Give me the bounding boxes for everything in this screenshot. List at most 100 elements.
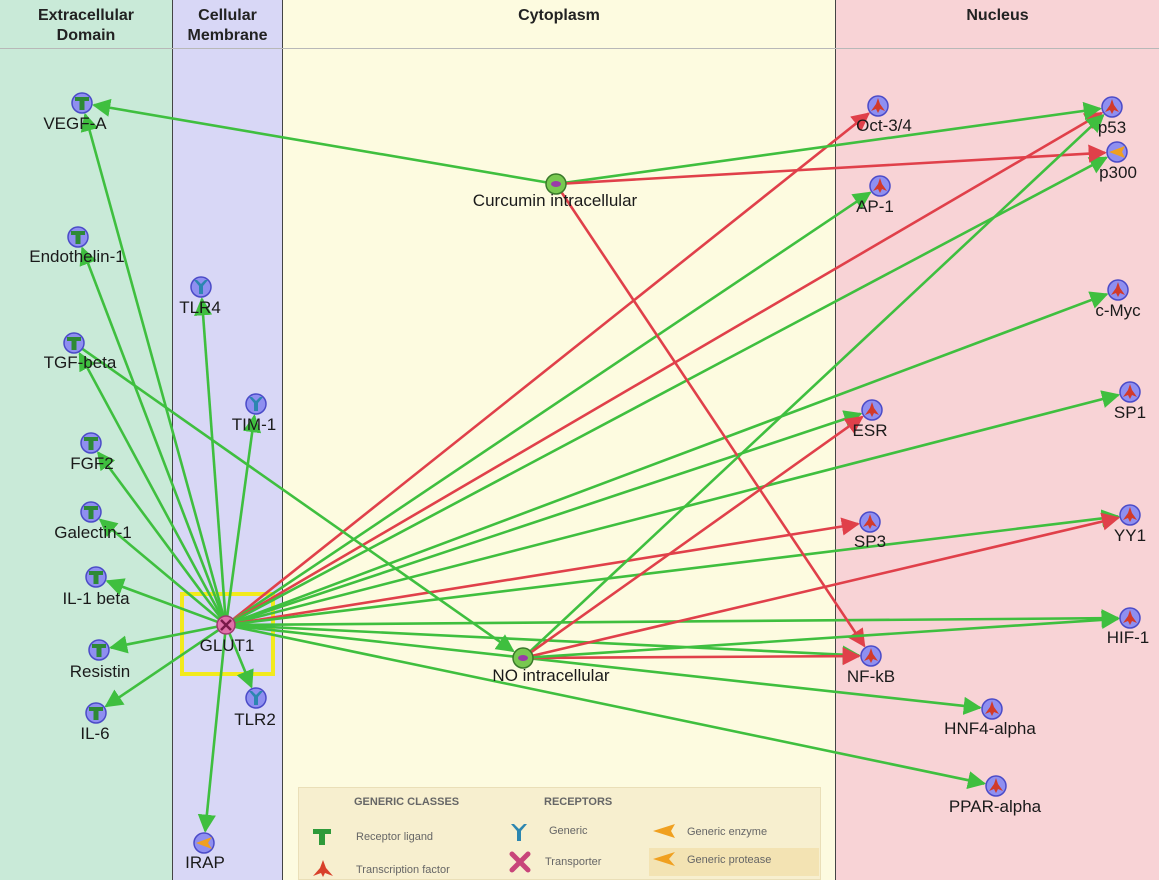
- edge-layer: [78, 98, 1121, 833]
- lane-title-line: Extracellular: [37, 7, 135, 24]
- node-curcumin[interactable]: [545, 173, 567, 195]
- node-layer: VEGF-AEndothelin-1TGF-betaFGF2Galectin-1…: [29, 92, 1150, 872]
- node-hnf4alpha[interactable]: [981, 698, 1003, 720]
- legend-transporter: Transporter: [545, 856, 602, 868]
- transcription-factor-icon: [981, 698, 1003, 720]
- generic-receptor-icon: [190, 276, 212, 298]
- edge-no-to-p53: [526, 113, 1105, 655]
- node-pparalpha[interactable]: [985, 775, 1007, 797]
- transcription-factor-icon: [985, 775, 1007, 797]
- lane-title: Cellular Membrane: [173, 6, 282, 46]
- node-label-sp3: SP3: [854, 532, 886, 551]
- receptor-ligand-icon: [85, 566, 107, 588]
- generic-enzyme-icon: [1106, 141, 1128, 163]
- lane-cellular-membrane: Cellular Membrane: [173, 0, 283, 880]
- node-fgf2[interactable]: [80, 432, 102, 454]
- node-label-il6: IL-6: [80, 724, 109, 743]
- node-sp3[interactable]: [859, 511, 881, 533]
- node-hif1[interactable]: [1119, 607, 1141, 629]
- node-label-irap: IRAP: [185, 853, 225, 872]
- node-label-cmyc: c-Myc: [1095, 301, 1141, 320]
- node-cmyc[interactable]: [1107, 279, 1129, 301]
- edge-glut1-to-fgf2: [97, 451, 224, 621]
- node-ap1[interactable]: [869, 175, 891, 197]
- legend-generic-classes-header: GENERIC CLASSES: [354, 796, 460, 808]
- receptor-ligand-icon: [63, 332, 85, 354]
- transcription-factor-icon: [869, 175, 891, 197]
- node-il6[interactable]: [85, 702, 107, 724]
- transcription-factor-icon: [313, 860, 333, 877]
- transcription-factor-icon: [860, 645, 882, 667]
- transporter-icon: [509, 851, 531, 873]
- node-label-pparalpha: PPAR-alpha: [949, 797, 1042, 816]
- edge-no-to-hif1: [528, 610, 1120, 659]
- receptor-ligand-icon: [71, 92, 93, 114]
- node-label-p53: p53: [1098, 118, 1126, 137]
- lane-title-line: Cellular: [198, 7, 257, 24]
- lane-title-line: Nucleus: [966, 7, 1029, 24]
- edge-glut1-to-oct34: [229, 112, 871, 623]
- node-label-p300: p300: [1099, 163, 1137, 182]
- node-label-no: NO intracellular: [492, 666, 609, 685]
- node-endothelin1[interactable]: [67, 226, 89, 248]
- node-label-tgfbeta: TGF-beta: [44, 353, 117, 372]
- node-label-esr: ESR: [853, 421, 888, 440]
- edge-glut1-to-tim1: [225, 414, 262, 620]
- transcription-factor-icon: [1107, 279, 1129, 301]
- node-vegfa[interactable]: [71, 92, 93, 114]
- edge-glut1-to-galectin1: [98, 518, 223, 623]
- edge-glut1-to-nfkb: [231, 623, 861, 664]
- header-divider: [0, 48, 1159, 49]
- node-esr[interactable]: [861, 399, 883, 421]
- edge-glut1-to-pparalpha: [231, 624, 987, 790]
- node-label-hif1: HIF-1: [1107, 628, 1150, 647]
- node-label-sp1: SP1: [1114, 403, 1146, 422]
- node-il1beta[interactable]: [85, 566, 107, 588]
- generic-receptor-icon: [245, 393, 267, 415]
- node-glut1[interactable]: [216, 615, 236, 635]
- edge-glut1-to-ap1: [230, 191, 872, 623]
- legend-transcription-factor: Transcription factor: [356, 864, 450, 876]
- edge-glut1-to-cmyc: [231, 291, 1109, 625]
- generic-enzyme-icon: [653, 824, 675, 838]
- lane-title: Nucleus: [836, 6, 1159, 26]
- node-galectin1[interactable]: [80, 501, 102, 523]
- node-sp1[interactable]: [1119, 381, 1141, 403]
- node-tlr4[interactable]: [190, 276, 212, 298]
- node-label-curcumin: Curcumin intracellular: [473, 191, 638, 210]
- legend-receptors-header: RECEPTORS: [544, 796, 613, 808]
- node-label-oct34: Oct-3/4: [856, 116, 912, 135]
- node-label-yy1: YY1: [1114, 526, 1146, 545]
- node-tim1[interactable]: [245, 393, 267, 415]
- node-label-ap1: AP-1: [856, 197, 894, 216]
- node-label-endothelin1: Endothelin-1: [29, 247, 124, 266]
- receptor-ligand-icon: [85, 702, 107, 724]
- edge-glut1-to-sp1: [231, 390, 1121, 625]
- edge-glut1-to-tlr4: [194, 297, 227, 620]
- generic-protease-icon: [193, 832, 215, 854]
- edge-no-to-nfkb: [528, 647, 861, 666]
- edge-glut1-to-resistin: [108, 624, 221, 654]
- node-oct34[interactable]: [867, 95, 889, 117]
- node-p53[interactable]: [1101, 96, 1123, 118]
- edge-glut1-to-tlr2: [227, 630, 254, 689]
- node-irap[interactable]: [193, 832, 215, 854]
- legend-receptor-ligand: Receptor ligand: [356, 831, 434, 843]
- edge-glut1-to-yy1: [231, 509, 1120, 626]
- edge-no-to-esr: [527, 415, 864, 656]
- node-label-tlr4: TLR4: [179, 298, 221, 317]
- edge-glut1-to-p53: [230, 111, 1104, 624]
- edge-tgfbeta-to-no: [78, 345, 515, 653]
- edge-glut1-to-irap: [197, 630, 227, 833]
- node-p300[interactable]: [1106, 141, 1128, 163]
- lane-title-line: Domain: [56, 27, 116, 44]
- node-no[interactable]: [512, 647, 534, 669]
- node-tlr2[interactable]: [245, 687, 267, 709]
- node-label-tlr2: TLR2: [234, 710, 276, 729]
- node-nfkb[interactable]: [860, 645, 882, 667]
- node-resistin[interactable]: [88, 639, 110, 661]
- lane-title: Extracellular Domain: [0, 6, 172, 46]
- node-tgfbeta[interactable]: [63, 332, 85, 354]
- node-yy1[interactable]: [1119, 504, 1141, 526]
